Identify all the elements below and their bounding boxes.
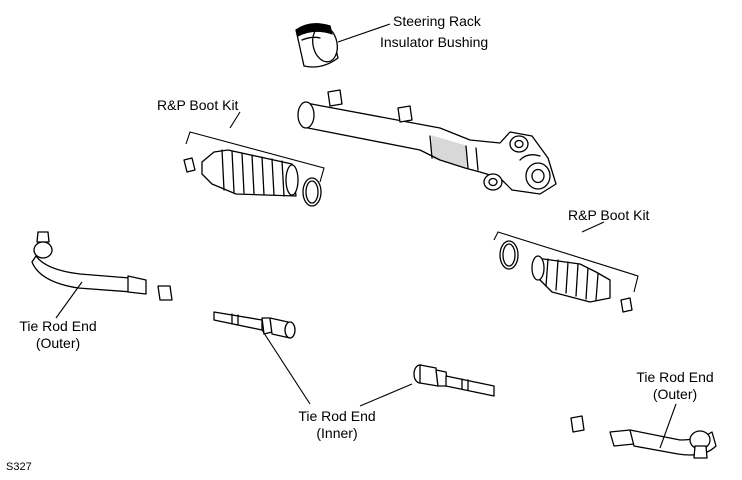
steering-rack-housing	[297, 89, 557, 195]
leader-bushing	[337, 23, 391, 43]
leader-tie-inner-right	[359, 383, 413, 407]
leader-tie-outer-right	[659, 403, 677, 449]
label-tie-outer-left-line2: (Outer)	[35, 335, 81, 351]
label-tie-outer-right-line2: (Outer)	[652, 386, 698, 402]
leader-tie-outer-left	[55, 281, 83, 319]
insulator-bushing	[295, 23, 339, 68]
label-tie-outer-left: Tie Rod End (Outer)	[6, 318, 110, 352]
tie-rod-end-outer-right	[570, 415, 717, 459]
reference-code: S327	[6, 461, 32, 473]
tie-rod-end-inner-right	[413, 364, 495, 397]
label-bushing-line1: Steering Rack	[393, 13, 481, 29]
label-tie-outer-right-line1: Tie Rod End	[636, 369, 714, 385]
leader-tie-inner-left	[261, 329, 311, 405]
label-tie-outer-right: Tie Rod End (Outer)	[623, 369, 727, 403]
label-bushing-line2: Insulator Bushing	[380, 34, 489, 50]
label-boot-kit-left: R&P Boot Kit	[157, 97, 239, 113]
label-tie-outer-left-line1: Tie Rod End	[19, 318, 97, 334]
label-tie-inner-line2: (Inner)	[316, 425, 358, 441]
label-boot-kit-right: R&P Boot Kit	[568, 207, 650, 223]
tie-rod-end-inner-left	[213, 311, 296, 339]
boot-kit-left	[183, 111, 325, 207]
boot-kit-right	[493, 221, 639, 313]
label-tie-inner-line1: Tie Rod End	[298, 408, 376, 424]
tie-rod-end-outer-left	[31, 231, 173, 301]
label-tie-inner: Tie Rod End (Inner)	[285, 408, 389, 442]
